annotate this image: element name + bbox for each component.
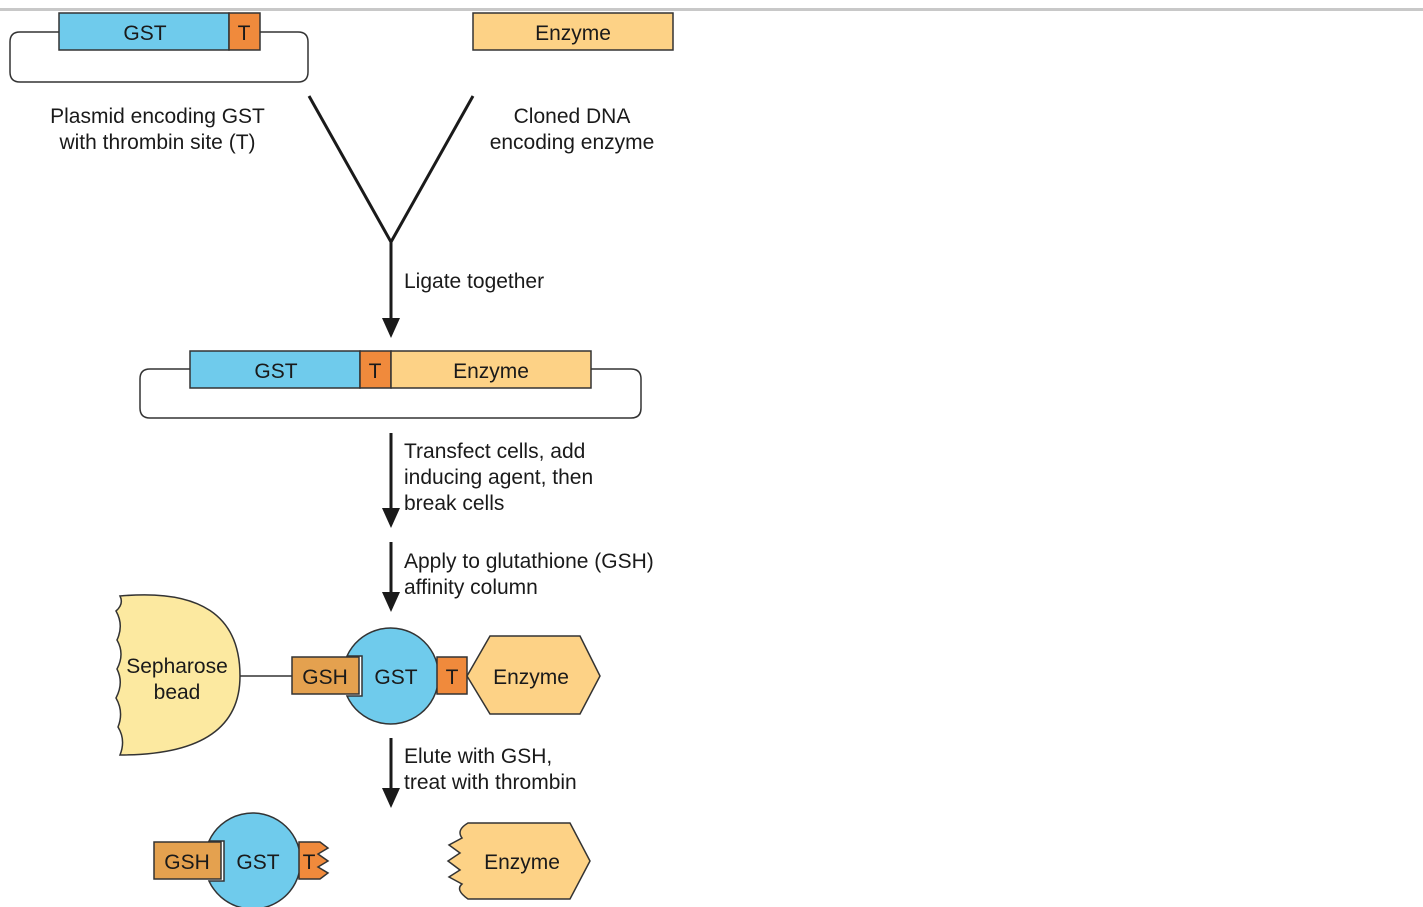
elute-arrow-head [382, 788, 400, 808]
enzyme-label-product: Enzyme [484, 851, 560, 874]
enzyme-segment-combined [390, 350, 592, 389]
step-transfect: Transfect cells, add inducing agent, the… [404, 439, 593, 517]
gst-segment-top [58, 12, 230, 51]
step-elute-line1: Elute with GSH, [404, 745, 553, 768]
gst-segment-combined [189, 350, 361, 389]
thrombin-site-combined [359, 350, 392, 389]
sepharose-bead [115, 594, 241, 756]
thrombin-site-bound [436, 656, 468, 695]
thrombin-cut-product [298, 841, 330, 880]
step-ligate: Ligate together [404, 270, 545, 293]
ligate-arrow-head [382, 318, 400, 338]
enzyme-protein-product [446, 822, 591, 900]
step-apply: Apply to glutathione (GSH) affinity colu… [404, 549, 654, 601]
caption-cloned-dna: Cloned DNA encoding enzyme [462, 104, 682, 156]
gsh-box-bound [291, 656, 360, 695]
step-apply-line2: affinity column [404, 576, 538, 599]
caption-plasmid-line2: with thrombin site (T) [59, 131, 256, 154]
thrombin-label-bound: T [446, 666, 459, 689]
thrombin-label-combined: T [369, 360, 382, 383]
thrombin-site-top [228, 12, 261, 51]
apply-arrow-head [382, 592, 400, 612]
bead-label-line2: bead [154, 681, 201, 704]
plasmid-backbone-top [9, 31, 309, 83]
thrombin-label-product: T [303, 851, 316, 874]
caption-cloned-line1: Cloned DNA [513, 105, 631, 128]
step-transfect-line1: Transfect cells, add [404, 440, 586, 463]
gst-label-combined: GST [254, 360, 297, 383]
enzyme-label-combined: Enzyme [453, 360, 529, 383]
gst-label-product: GST [236, 851, 279, 874]
gst-label-bound: GST [374, 666, 417, 689]
enzyme-label-top: Enzyme [535, 22, 611, 45]
gst-label-top: GST [123, 22, 166, 45]
thrombin-label-top: T [238, 22, 251, 45]
bead-label-line1: Sepharose [126, 655, 228, 678]
plasmid-backbone-combined [139, 368, 642, 419]
merge-line-left [307, 95, 393, 243]
step-transfect-line2: inducing agent, then [404, 466, 594, 489]
caption-plasmid-line1: Plasmid encoding GST [50, 105, 265, 128]
step-elute-line2: treat with thrombin [404, 771, 577, 794]
gsh-label-product: GSH [164, 851, 210, 874]
transfect-arrow-head [382, 508, 400, 528]
caption-cloned-line2: encoding enzyme [489, 131, 655, 154]
step-apply-line1: Apply to glutathione (GSH) [404, 550, 654, 573]
enzyme-protein-bound [466, 635, 601, 715]
gsh-box-product [153, 841, 222, 880]
step-elute: Elute with GSH, treat with thrombin [404, 744, 577, 796]
enzyme-label-bound: Enzyme [493, 666, 569, 689]
step-transfect-line3: break cells [404, 492, 505, 515]
enzyme-dna-top [472, 12, 674, 51]
top-rule [0, 8, 1423, 11]
gsh-label-bound: GSH [302, 666, 348, 689]
caption-plasmid: Plasmid encoding GST with thrombin site … [20, 104, 295, 156]
merge-line-right [389, 95, 475, 243]
